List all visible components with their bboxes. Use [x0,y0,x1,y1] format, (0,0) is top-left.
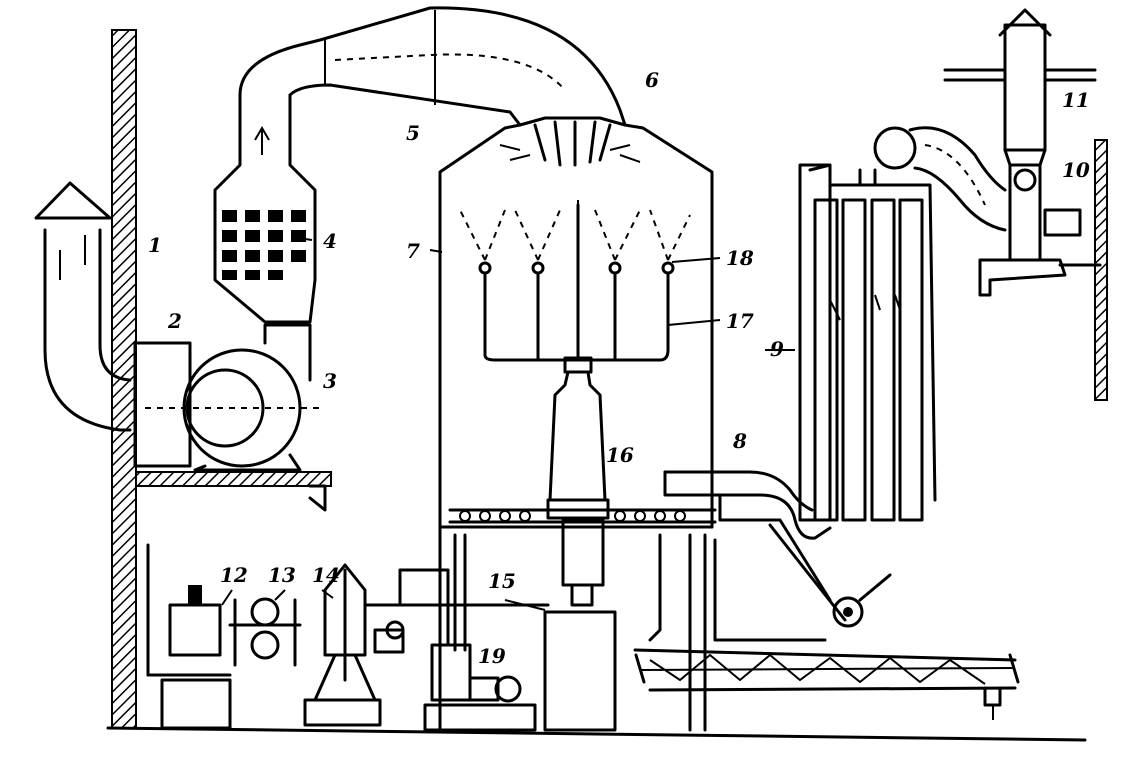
label-3: 3 [323,369,337,393]
bottom-scraper [448,508,717,524]
leader-lines [221,237,795,611]
label-14: 14 [312,563,340,587]
air-distributor [499,116,641,167]
screw-conveyor [633,648,1020,720]
air-duct [238,6,627,127]
tower-support [438,525,707,732]
fan-bracket [135,471,332,512]
exhaust-stack-right [943,8,1097,297]
label-1: 1 [148,233,162,257]
high-pressure-pump [546,356,610,607]
label-18: 18 [726,246,754,270]
filter-cells [222,210,306,280]
label-5: 5 [406,121,420,145]
feed-tank [146,543,232,730]
label-4: 4 [323,229,337,253]
nozzle [531,261,545,275]
cyclone-exhaust-duct [873,126,1007,232]
label-15: 15 [488,569,516,593]
bag-filter [213,93,317,324]
spray-pattern [459,209,691,261]
twin-filters [228,597,302,667]
part-labels: 1 2 3 4 5 6 7 8 9 10 11 12 13 14 15 16 1… [148,68,1090,668]
nozzle [478,261,492,275]
outlet-duct [663,470,832,602]
nozzle [661,261,675,275]
pump-motor [423,643,537,732]
label-11: 11 [1062,88,1090,112]
label-8: 8 [732,429,747,453]
product-chute [648,523,847,642]
building-wall-right [1058,139,1108,401]
label-6: 6 [645,68,659,92]
exhaust-fan [133,323,320,472]
rotary-valve [832,573,892,628]
feed-pump [303,563,382,727]
drying-tower [438,123,714,529]
label-16: 16 [606,443,634,467]
cyclone-bank [798,163,937,522]
label-13: 13 [268,563,296,587]
label-12: 12 [220,563,248,587]
spray-manifold [459,203,691,362]
label-19: 19 [478,644,506,668]
exhaust-stack [34,181,132,432]
label-2: 2 [167,309,182,333]
label-17: 17 [726,309,754,333]
floor-line [106,726,1087,742]
nozzle [608,261,622,275]
label-10: 10 [1062,158,1090,182]
label-7: 7 [406,239,420,263]
